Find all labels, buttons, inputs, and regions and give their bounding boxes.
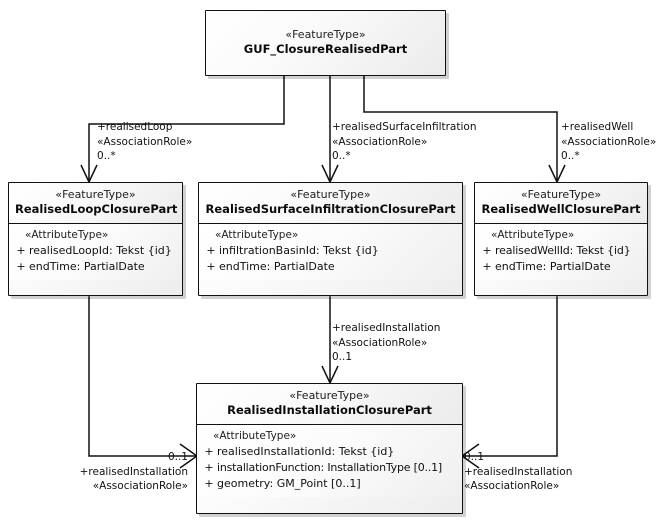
- association-role: +realisedInstallation: [464, 465, 573, 478]
- attribute-text: endTime: PartialDate: [29, 260, 145, 273]
- class-header: «FeatureType» RealisedWellClosurePart: [475, 183, 647, 224]
- association-label-root-to-surface: +realisedSurfaceInfiltration «Associatio…: [332, 120, 476, 164]
- attribute-row: + endTime: PartialDate: [203, 259, 458, 275]
- association-role: +realisedSurfaceInfiltration: [332, 121, 477, 133]
- association-multiplicity: 0..*: [97, 150, 116, 162]
- association-multiplicity: 0..1: [167, 451, 188, 463]
- class-name: RealisedInstallationClosurePart: [227, 403, 432, 417]
- arrowhead-root-to-well: [548, 164, 566, 184]
- association-label-surface-to-installation: +realisedInstallation «AssociationRole» …: [332, 321, 440, 365]
- attribute-row: + geometry: GM_Point [0..1]: [201, 476, 458, 492]
- visibility-marker: +: [16, 244, 26, 257]
- class-attributes: «AttributeType» + infiltrationBasinId: T…: [199, 224, 462, 280]
- class-attributes: «AttributeType» + realisedInstallationId…: [197, 425, 462, 497]
- association-label-loop-to-installation: 0..1 +realisedInstallation «AssociationR…: [36, 450, 188, 494]
- arrowhead-surface-to-installation: [321, 365, 339, 385]
- visibility-marker: +: [482, 260, 492, 273]
- class-stereotype: «FeatureType»: [289, 389, 370, 402]
- class-realised-surface-infiltration-closure-part[interactable]: «FeatureType» RealisedSurfaceInfiltratio…: [198, 182, 463, 296]
- class-name: RealisedSurfaceInfiltrationClosurePart: [205, 202, 456, 216]
- attribute-text: geometry: GM_Point [0..1]: [217, 477, 361, 490]
- association-multiplicity: 0..1: [464, 451, 485, 463]
- attribute-stereotype: «AttributeType»: [491, 229, 575, 241]
- attribute-text: endTime: PartialDate: [219, 260, 335, 273]
- class-stereotype: «FeatureType»: [55, 188, 136, 201]
- class-stereotype: «FeatureType»: [285, 28, 366, 41]
- visibility-marker: +: [204, 461, 214, 474]
- attribute-row: + realisedWellId: Tekst {id}: [479, 243, 643, 259]
- attribute-row: + realisedLoopId: Tekst {id}: [13, 243, 178, 259]
- association-role: +realisedLoop: [97, 121, 173, 133]
- class-stereotype: «FeatureType»: [290, 188, 371, 201]
- class-name: RealisedLoopClosurePart: [15, 202, 178, 216]
- attribute-text: realisedInstallationId: Tekst {id}: [217, 445, 395, 458]
- arrowhead-root-to-loop: [80, 164, 98, 184]
- attribute-row: + endTime: PartialDate: [479, 259, 643, 275]
- class-attributes: «AttributeType» + realisedWellId: Tekst …: [475, 224, 647, 280]
- association-stereotype: «AssociationRole»: [97, 135, 193, 148]
- attribute-row: + endTime: PartialDate: [13, 259, 178, 275]
- association-stereotype: «AssociationRole»: [92, 480, 188, 492]
- attribute-text: endTime: PartialDate: [495, 260, 611, 273]
- class-stereotype: «FeatureType»: [520, 188, 602, 201]
- visibility-marker: +: [204, 445, 214, 458]
- association-role: +realisedInstallation: [79, 465, 188, 478]
- association-stereotype: «AssociationRole»: [464, 480, 560, 492]
- attribute-text: infiltrationBasinId: Tekst {id}: [219, 244, 379, 257]
- visibility-marker: +: [204, 477, 214, 490]
- association-multiplicity: 0..1: [332, 351, 353, 363]
- association-label-root-to-loop: +realisedLoop «AssociationRole» 0..*: [97, 120, 192, 164]
- attribute-text: realisedWellId: Tekst {id}: [495, 244, 631, 257]
- association-multiplicity: 0..*: [332, 150, 351, 162]
- class-header: «FeatureType» RealisedInstallationClosur…: [197, 384, 462, 425]
- attribute-text: installationFunction: InstallationType […: [217, 461, 442, 474]
- class-header: «FeatureType» RealisedLoopClosurePart: [9, 183, 182, 224]
- attribute-stereotype: «AttributeType»: [213, 430, 297, 442]
- connector-loop-to-installation: [88, 296, 197, 457]
- class-realised-installation-closure-part[interactable]: «FeatureType» RealisedInstallationClosur…: [196, 383, 463, 514]
- attribute-row: + realisedInstallationId: Tekst {id}: [201, 444, 458, 460]
- class-name: GUF_ClosureRealisedPart: [243, 42, 408, 56]
- class-guf-closure-realised-part[interactable]: «FeatureType» GUF_ClosureRealisedPart: [205, 10, 446, 76]
- class-realised-loop-closure-part[interactable]: «FeatureType» RealisedLoopClosurePart «A…: [8, 182, 183, 296]
- association-label-root-to-well: +realisedWell «AssociationRole» 0..*: [561, 120, 656, 164]
- class-header: «FeatureType» GUF_ClosureRealisedPart: [206, 11, 445, 75]
- association-role: +realisedInstallation: [332, 322, 441, 334]
- visibility-marker: +: [206, 260, 216, 273]
- association-role: +realisedWell: [561, 121, 634, 133]
- class-attributes: «AttributeType» + realisedLoopId: Tekst …: [9, 224, 182, 280]
- arrowhead-root-to-surface: [321, 164, 339, 184]
- attribute-row: + installationFunction: InstallationType…: [201, 460, 458, 476]
- class-header: «FeatureType» RealisedSurfaceInfiltratio…: [199, 183, 462, 224]
- association-label-well-to-installation: 0..1 +realisedInstallation «AssociationR…: [464, 450, 572, 494]
- attribute-stereotype: «AttributeType»: [215, 229, 299, 241]
- visibility-marker: +: [206, 244, 216, 257]
- association-stereotype: «AssociationRole»: [332, 336, 428, 349]
- visibility-marker: +: [482, 244, 492, 257]
- visibility-marker: +: [16, 260, 26, 273]
- association-multiplicity: 0..*: [561, 150, 580, 162]
- class-name: RealisedWellClosurePart: [481, 202, 641, 216]
- association-stereotype: «AssociationRole»: [332, 135, 428, 148]
- attribute-row: + infiltrationBasinId: Tekst {id}: [203, 243, 458, 259]
- class-realised-well-closure-part[interactable]: «FeatureType» RealisedWellClosurePart «A…: [474, 182, 648, 296]
- attribute-text: realisedLoopId: Tekst {id}: [29, 244, 172, 257]
- attribute-stereotype: «AttributeType»: [25, 229, 109, 241]
- connector-well-to-installation: [462, 296, 558, 457]
- association-stereotype: «AssociationRole»: [561, 135, 657, 148]
